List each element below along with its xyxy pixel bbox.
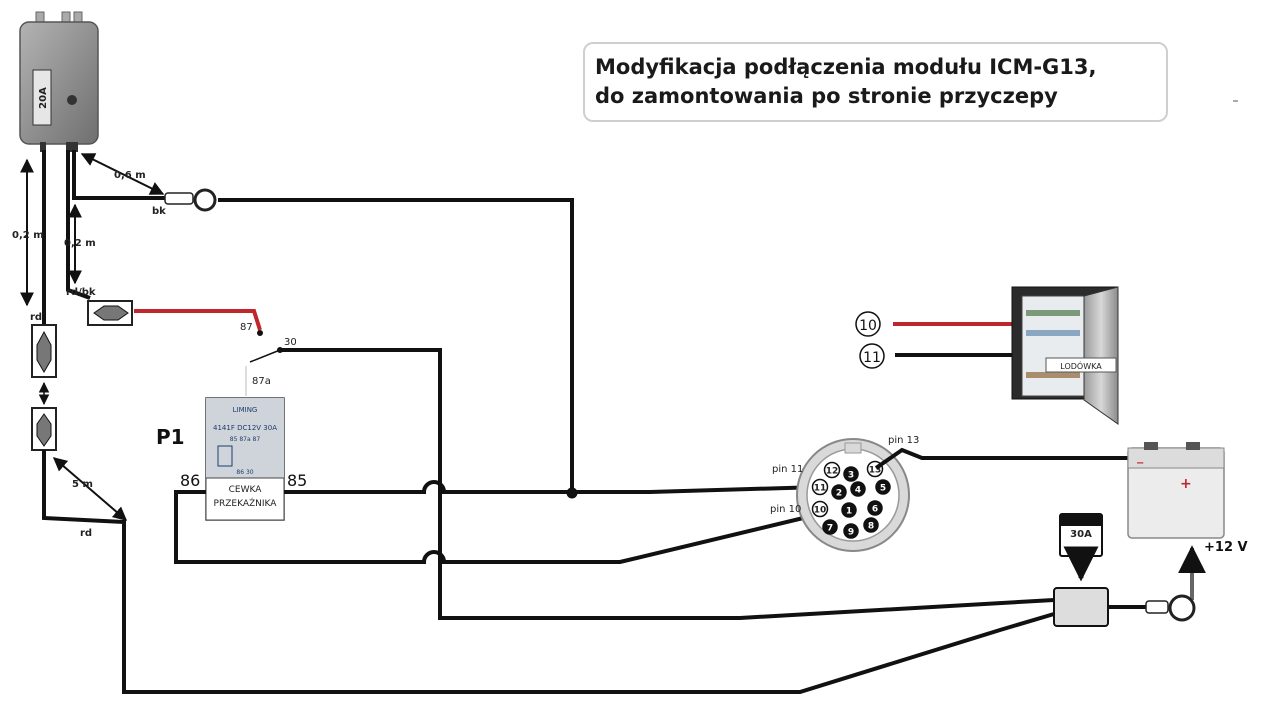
fridge-label: LODÓWKA [1060, 360, 1102, 371]
socket-13pin: 12 3 13 11 2 4 5 10 1 6 7 9 8 pin 11 pin 10 pin 13 [770, 435, 919, 552]
socket-pin-label-8: 8 [868, 522, 874, 532]
flat-connector-upper [31, 324, 57, 378]
relay-p1: P1 LIMING 4141F DC12V 30A 85 87a 87 86 3… [156, 397, 307, 521]
relay-brand: LIMING [233, 406, 258, 414]
fridge: 10 11 LODÓWKA [855, 286, 1119, 425]
socket-pin-1 [841, 502, 857, 518]
battery: − + [1127, 442, 1225, 539]
socket-pin-label-7: 7 [827, 524, 833, 534]
wire-86-to-pin10 [174, 490, 821, 564]
socket-pin-label-2: 2 [836, 489, 842, 499]
pin11-label: pin 11 [772, 464, 803, 475]
socket-pin-label-5: 5 [880, 484, 886, 494]
ring-terminal-bk [164, 188, 217, 212]
wire-85-to-pin11 [284, 480, 821, 494]
socket-pin-label-12: 12 [826, 467, 839, 477]
rd-wire-left: rd rd [30, 150, 1055, 694]
relay-model: 4141F DC12V 30A [213, 424, 277, 432]
socket-pin-label-10: 10 [814, 506, 827, 516]
socket-pin-12 [823, 461, 841, 479]
battery-minus: − [1136, 458, 1144, 469]
pin-85-label: 85 [287, 471, 307, 490]
junction-dot [566, 487, 578, 499]
socket-pin-9 [843, 523, 859, 539]
pin10-label: pin 10 [770, 504, 801, 515]
relay-terminals-2: 86 30 [236, 469, 253, 476]
rd-bk-wire: rd/bk [66, 150, 262, 331]
socket-pins: 12 3 13 11 2 4 5 10 1 6 7 9 8 [811, 460, 891, 539]
socket-pin-label-4: 4 [855, 486, 861, 496]
flat-connector-horizontal [87, 300, 133, 326]
fridge-pin-11: 11 [863, 350, 881, 366]
socket-pin-label-13: 13 [869, 466, 882, 476]
fridge-pin-10: 10 [859, 318, 877, 334]
pin-87-label: 87 [240, 322, 253, 333]
pin13-label: pin 13 [888, 435, 919, 446]
socket-pin-11 [811, 478, 829, 496]
pin-86-label: 86 [180, 471, 200, 490]
socket-pin-label-11: 11 [814, 484, 827, 494]
socket-pin-8 [863, 517, 879, 533]
title-box: Modyfikacja podłączenia modułu ICM-G13, … [583, 42, 1168, 122]
relay-name: P1 [156, 425, 185, 449]
relay-contacts: 87 30 87a [240, 322, 1055, 620]
rd-bk-label: rd/bk [66, 287, 96, 298]
socket-pin-label-9: 9 [848, 528, 854, 538]
module-fuse-label: 20A [38, 87, 49, 109]
fuse-30a: 30A [1053, 513, 1196, 627]
coil-label-1: CEWKA [229, 485, 263, 495]
length-0-2m-mid: 0,2 m [64, 238, 96, 249]
socket-pin-4 [850, 481, 866, 497]
voltage-label: +12 V [1204, 540, 1248, 555]
length-5m: 5 m [72, 479, 93, 490]
length-0-6m: 0,6 m [114, 170, 146, 181]
socket-pin-10 [811, 500, 829, 518]
pin-87a-label: 87a [252, 376, 271, 387]
wire-pin13-battery [874, 447, 1145, 470]
socket-pin-7 [822, 519, 838, 535]
rd-lower-label: rd [80, 528, 92, 539]
title-line-2: do zamontowania po stronie przyczepy [595, 84, 1058, 108]
fuse-30a-label: 30A [1070, 529, 1092, 540]
socket-pin-3 [843, 466, 859, 482]
socket-pin-2 [831, 484, 847, 500]
pin-30-label: 30 [284, 337, 297, 348]
title-line-1: Modyfikacja podłączenia modułu ICM-G13, [595, 55, 1097, 79]
battery-plus: + [1180, 476, 1192, 492]
rd-upper-label: rd [30, 312, 42, 323]
bk-wire: bk [72, 150, 574, 493]
bk-label: bk [152, 206, 166, 217]
relay-terminals: 85 87a 87 [230, 436, 261, 443]
coil-label-2: PRZEKAŹNIKA [214, 497, 278, 509]
length-0-2m-left: 0,2 m [12, 230, 44, 241]
socket-pin-6 [867, 500, 883, 516]
socket-pin-label-1: 1 [846, 507, 852, 517]
flat-connector-lower [31, 407, 57, 451]
socket-pin-label-3: 3 [848, 471, 854, 481]
icm-module: 20A [19, 11, 99, 152]
socket-pin-5 [875, 479, 891, 495]
socket-pin-label-6: 6 [872, 505, 878, 515]
